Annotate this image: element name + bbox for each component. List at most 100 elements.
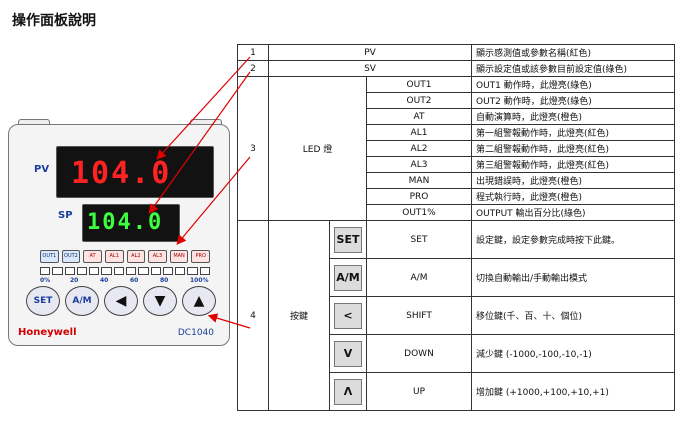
am-key-icon: A/M <box>334 264 362 291</box>
bargraph-segment <box>40 267 51 275</box>
key-icon-cell: V <box>329 334 367 373</box>
row-item: SET <box>366 220 472 259</box>
row-item: AL1 <box>366 124 472 141</box>
row-item: OUT1% <box>366 204 472 221</box>
table-row: 1 PV 顯示感測值或參數名稱(紅色) <box>237 44 675 61</box>
bargraph-segment <box>76 267 88 275</box>
indicator-led: AL1 <box>104 250 124 263</box>
down-key-icon: V <box>334 340 362 367</box>
row-item: SV <box>268 60 472 77</box>
indicator-led: MAN <box>169 250 189 263</box>
down-key[interactable]: ▼ <box>143 286 177 316</box>
row-desc: 顯示感測值或參數名稱(紅色) <box>471 44 675 61</box>
indicator-led: OUT1 <box>40 250 59 263</box>
row-desc: 移位鍵(千、百、十、個位) <box>471 296 675 335</box>
row-item: AL3 <box>366 156 472 173</box>
bargraph-segment <box>101 267 112 275</box>
scale-tick: 40 <box>100 277 109 284</box>
row-desc: 切換自動輸出/手動輸出模式 <box>471 258 675 297</box>
row-item: OUT1 <box>366 76 472 93</box>
bargraph-segment <box>138 267 149 275</box>
row-desc: OUT1 動作時，此燈亮(綠色) <box>471 76 675 93</box>
row-item: MAN <box>366 172 472 189</box>
key-icon-cell: < <box>329 296 367 335</box>
row-item: SHIFT <box>366 296 472 335</box>
bargraph-segment <box>64 267 75 275</box>
row-desc: 第二組警報動作時，此燈亮(紅色) <box>471 140 675 157</box>
sv-display: 104.0 <box>82 204 180 242</box>
table-row: OUT1%OUTPUT 輸出百分比(綠色) <box>238 204 675 221</box>
row-number: 2 <box>237 60 269 77</box>
row-item: PV <box>268 44 472 61</box>
bargraph-segment <box>113 267 124 275</box>
row-item: DOWN <box>366 334 472 373</box>
row-desc: 顯示設定值或該參數目前設定值(綠色) <box>471 60 675 77</box>
indicator-led: AL3 <box>148 250 167 263</box>
row-desc: 第一組警報動作時，此燈亮(紅色) <box>471 124 675 141</box>
bargraph-segment <box>199 267 210 275</box>
indicator-led: PRO <box>191 250 210 263</box>
row-desc: 減少鍵 (-1000,-100,-10,-1) <box>471 334 675 373</box>
row-item: AL2 <box>366 140 472 157</box>
bargraph-segment <box>162 267 174 275</box>
row-desc: OUTPUT 輸出百分比(綠色) <box>471 204 675 221</box>
pv-label: PV <box>34 164 50 175</box>
up-key-icon: Λ <box>334 378 362 405</box>
group-category: 按鍵 <box>268 220 330 411</box>
function-table: 1 PV 顯示感測值或參數名稱(紅色) 2 SV 顯示設定值或該參數目前設定值(… <box>237 44 675 411</box>
bargraph-segment <box>175 267 186 275</box>
row-desc: 第三組警報動作時，此燈亮(紅色) <box>471 156 675 173</box>
bargraph-segment <box>125 267 137 275</box>
row-desc: 增加鍵 (+1000,+100,+10,+1) <box>471 372 675 411</box>
brand-logo: Honeywell <box>18 327 77 338</box>
row-item: AT <box>366 108 472 125</box>
group-category: LED 燈 <box>268 76 367 221</box>
am-key[interactable]: A/M <box>65 286 99 316</box>
scale-tick: 20 <box>70 277 79 284</box>
scale-tick: 60 <box>130 277 139 284</box>
row-item: UP <box>366 372 472 411</box>
bargraph-segment <box>187 267 198 275</box>
row-desc: 出現錯誤時，此燈亮(橙色) <box>471 172 675 189</box>
indicator-led: OUT2 <box>61 250 81 263</box>
output-bargraph <box>40 267 210 275</box>
keypad: SET A/M ◀ ▼ ▲ <box>26 286 216 322</box>
up-key[interactable]: ▲ <box>182 286 216 316</box>
model-label: DC1040 <box>177 328 214 338</box>
table-row: 2 SV 顯示設定值或該參數目前設定值(綠色) <box>237 60 675 77</box>
pv-display: 104.0 <box>56 146 214 198</box>
indicator-led: AT <box>83 250 102 263</box>
row-item: A/M <box>366 258 472 297</box>
scale-tick: 0% <box>40 277 51 284</box>
mount-clip <box>18 119 50 126</box>
row-number: 3 <box>237 76 269 221</box>
bargraph-segment <box>89 267 100 275</box>
key-icon-cell: Λ <box>329 372 367 411</box>
set-key-icon: SET <box>334 226 362 253</box>
bargraph-segment <box>52 267 63 275</box>
row-desc: 自動演算時，此燈亮(橙色) <box>471 108 675 125</box>
scale-tick: 100% <box>190 277 209 284</box>
row-desc: OUT2 動作時，此燈亮(綠色) <box>471 92 675 109</box>
shift-key[interactable]: ◀ <box>104 286 138 316</box>
row-desc: 設定鍵，設定參數完成時按下此鍵。 <box>471 220 675 259</box>
page-title: 操作面板說明 <box>12 13 96 29</box>
row-number: 1 <box>237 44 269 61</box>
row-number: 4 <box>237 220 269 411</box>
scale-tick: 80 <box>160 277 169 284</box>
set-key[interactable]: SET <box>26 286 60 316</box>
row-item: OUT2 <box>366 92 472 109</box>
pv-value: 104.0 <box>71 156 172 191</box>
shift-key-icon: < <box>334 302 362 329</box>
key-icon-cell: A/M <box>329 258 367 297</box>
row-desc: 程式執行時，此燈亮(橙色) <box>471 188 675 205</box>
